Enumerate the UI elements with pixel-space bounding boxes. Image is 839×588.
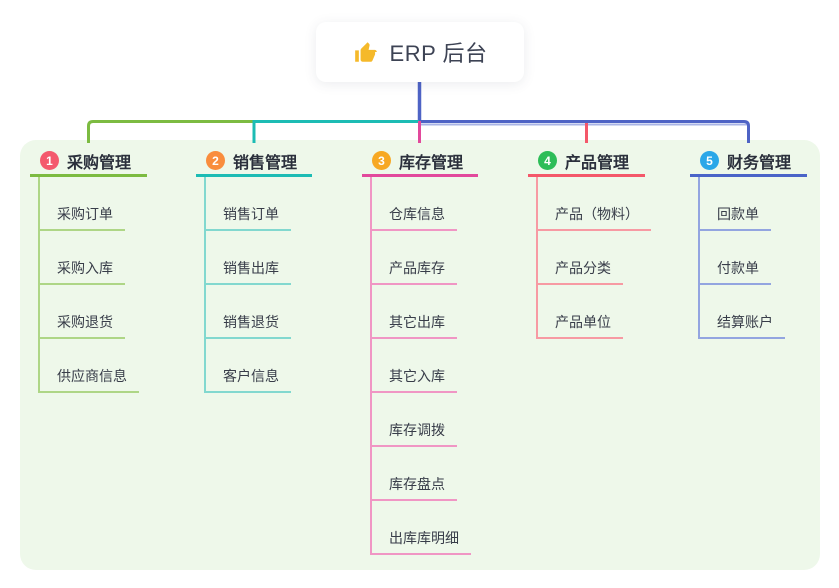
tree-item[interactable]: 库存调拨 [372, 393, 457, 447]
tree-item[interactable]: 付款单 [700, 231, 771, 285]
root-node[interactable]: ERP 后台 [316, 22, 524, 82]
branch-children-purchase: 采购订单 采购入库 采购退货 供应商信息 [38, 177, 139, 393]
branch-header-purchase[interactable]: 1 采购管理 [30, 147, 147, 177]
tree-item[interactable]: 库存盘点 [372, 447, 457, 501]
branch-1-badge: 1 [40, 151, 59, 170]
tree-item[interactable]: 产品分类 [538, 231, 623, 285]
branch-1-label: 采购管理 [67, 154, 132, 172]
branch-2-label: 销售管理 [233, 154, 298, 172]
tree-item[interactable]: 采购订单 [40, 177, 125, 231]
tree-item[interactable]: 产品库存 [372, 231, 457, 285]
tree-item[interactable]: 供应商信息 [40, 339, 139, 393]
branch-header-product[interactable]: 4 产品管理 [528, 147, 645, 177]
branch-2-badge: 2 [206, 151, 225, 170]
tree-item[interactable]: 结算账户 [700, 285, 785, 339]
tree-item[interactable]: 销售出库 [206, 231, 291, 285]
tree-item[interactable]: 仓库信息 [372, 177, 457, 231]
branch-4-label: 产品管理 [565, 154, 630, 172]
branch-header-inventory[interactable]: 3 库存管理 [362, 147, 478, 177]
thumbs-up-icon [354, 42, 377, 62]
tree-item[interactable]: 产品（物料） [538, 177, 651, 231]
tree-item[interactable]: 销售退货 [206, 285, 291, 339]
canvas-panel [20, 140, 820, 570]
branch-children-finance: 回款单 付款单 结算账户 [698, 177, 785, 339]
root-title: ERP 后台 [389, 41, 488, 66]
branch-3-label: 库存管理 [399, 154, 464, 172]
tree-item[interactable]: 其它出库 [372, 285, 457, 339]
tree-item[interactable]: 客户信息 [206, 339, 291, 393]
tree-item[interactable]: 出库库明细 [372, 501, 471, 555]
tree-item[interactable]: 采购退货 [40, 285, 125, 339]
tree-item[interactable]: 采购入库 [40, 231, 125, 285]
branch-children-inventory: 仓库信息 产品库存 其它出库 其它入库 库存调拨 库存盘点 出库库明细 [370, 177, 471, 555]
branch-header-finance[interactable]: 5 财务管理 [690, 147, 807, 177]
tree-item[interactable]: 销售订单 [206, 177, 291, 231]
branch-header-sales[interactable]: 2 销售管理 [196, 147, 312, 177]
branch-5-label: 财务管理 [727, 154, 792, 172]
tree-item[interactable]: 产品单位 [538, 285, 623, 339]
tree-item[interactable]: 回款单 [700, 177, 771, 231]
branch-5-badge: 5 [700, 151, 719, 170]
branch-4-badge: 4 [538, 151, 557, 170]
tree-item[interactable]: 其它入库 [372, 339, 457, 393]
branch-children-product: 产品（物料） 产品分类 产品单位 [536, 177, 651, 339]
branch-children-sales: 销售订单 销售出库 销售退货 客户信息 [204, 177, 291, 393]
branch-3-badge: 3 [372, 151, 391, 170]
